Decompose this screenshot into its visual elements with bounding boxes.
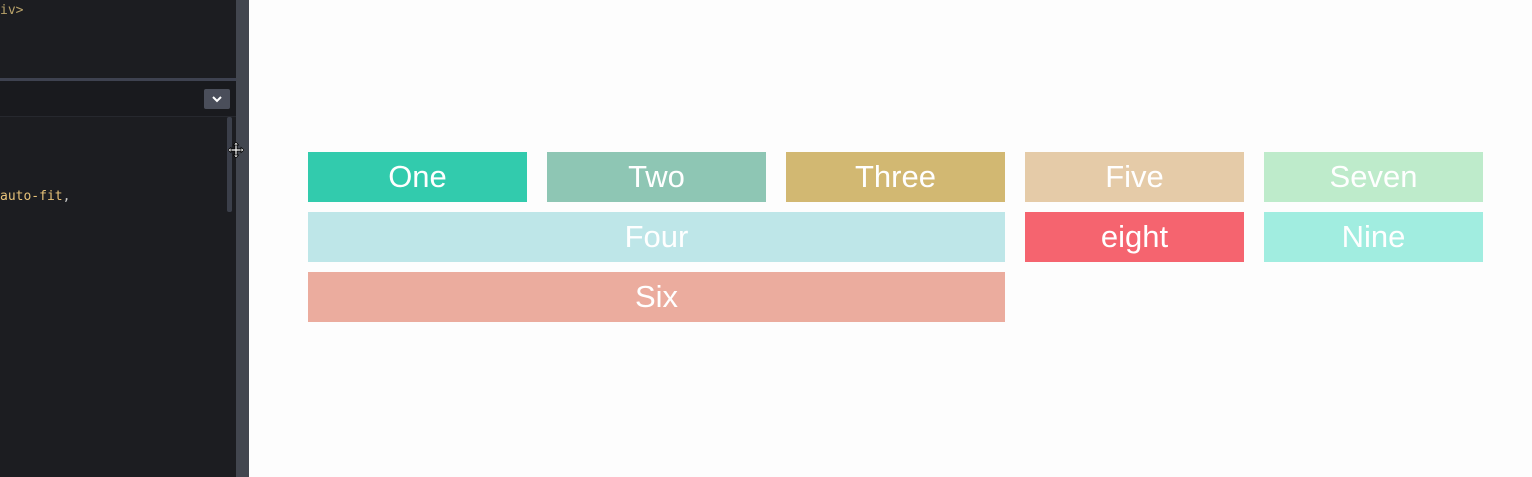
grid-container: One Two Three Five Seven Four eight Nine… <box>308 152 1483 322</box>
grid-item-eight: eight <box>1025 212 1244 262</box>
code-editor[interactable]: iv> auto-fit, <box>0 0 236 477</box>
chevron-down-icon <box>212 96 222 103</box>
grid-item-seven: Seven <box>1264 152 1483 202</box>
editor-scrollbar[interactable] <box>227 117 232 212</box>
grid-item-four: Four <box>308 212 1005 262</box>
preview-pane: One Two Three Five Seven Four eight Nine… <box>249 0 1532 477</box>
css-panel-header <box>0 81 236 117</box>
code-token-auto-fit: auto-fit <box>0 189 63 204</box>
grid-item-one: One <box>308 152 527 202</box>
grid-item-nine: Nine <box>1264 212 1483 262</box>
grid-item-two: Two <box>547 152 766 202</box>
code-line-auto-fit: auto-fit, <box>0 189 70 204</box>
grid-item-six: Six <box>308 272 1005 322</box>
code-token-comma: , <box>62 189 71 204</box>
pane-divider[interactable] <box>0 78 236 81</box>
pane-resize-handle[interactable] <box>236 0 249 477</box>
move-cursor-icon <box>228 142 244 158</box>
code-line-closing-div: iv> <box>0 3 24 18</box>
panel-dropdown-button[interactable] <box>204 89 230 109</box>
grid-item-three: Three <box>786 152 1005 202</box>
grid-item-five: Five <box>1025 152 1244 202</box>
html-editor-pane[interactable]: iv> <box>0 0 236 78</box>
